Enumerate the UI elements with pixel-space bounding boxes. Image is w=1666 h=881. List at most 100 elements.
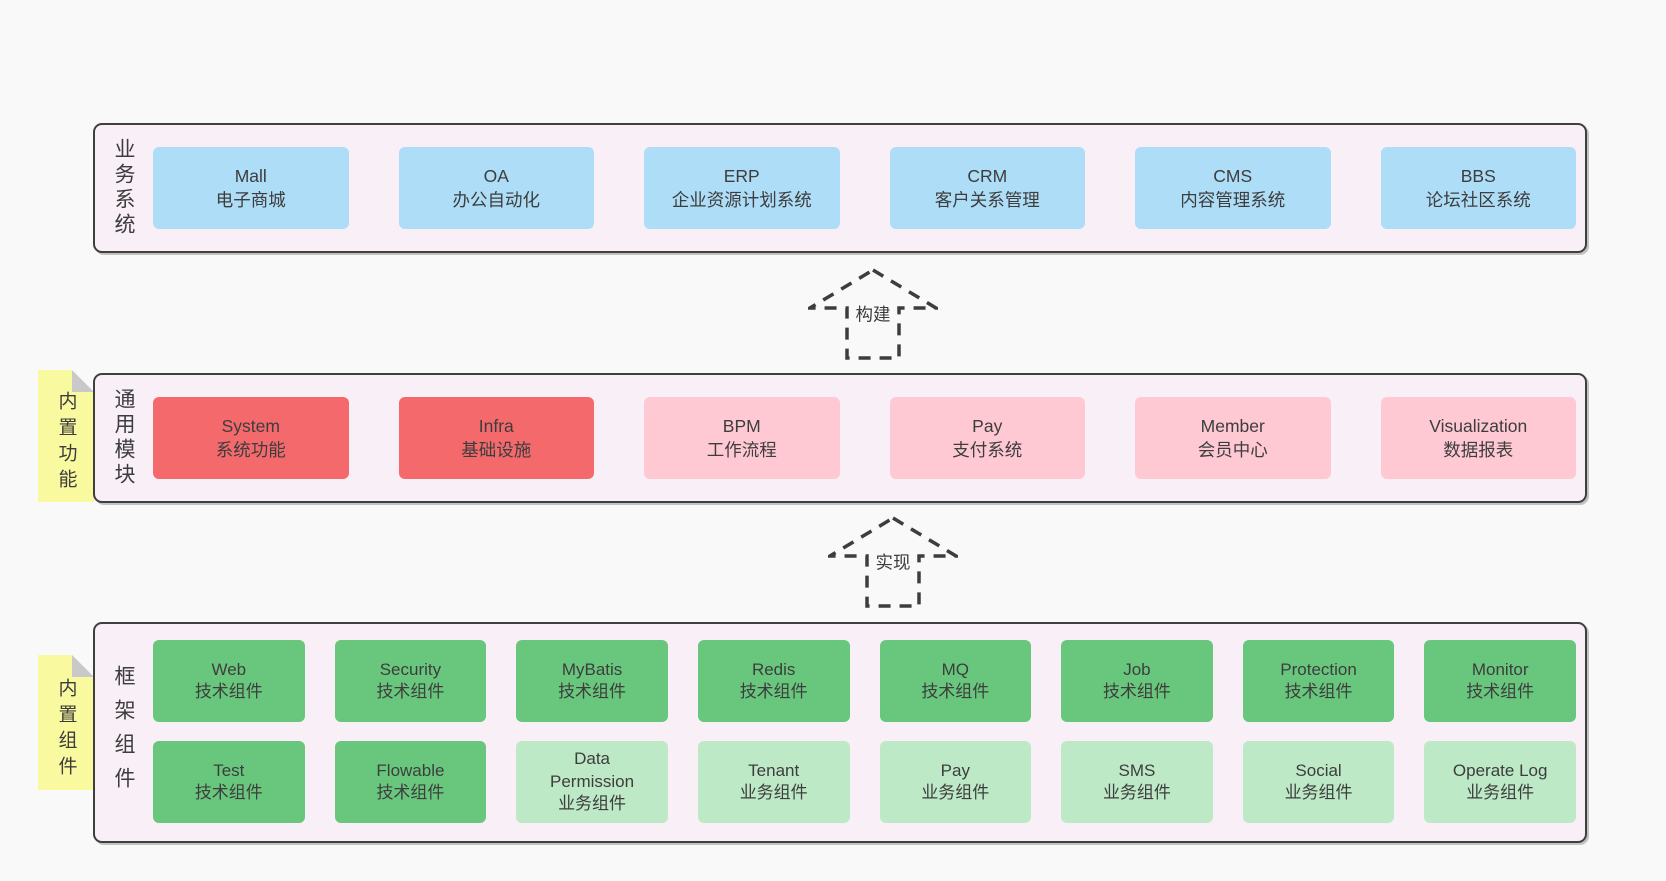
box-infra: Infra 基础设施 (398, 397, 594, 479)
box-mybatis: MyBatis 技术组件 (516, 640, 668, 722)
box-name-en: CRM (967, 165, 1008, 186)
note-fold-corner (72, 370, 94, 392)
box-name-en: Operate Log (1452, 760, 1548, 780)
box-name-zh: 工作流程 (706, 440, 777, 460)
box-name-zh: 办公自动化 (452, 190, 541, 210)
box-social: Social 业务组件 (1242, 741, 1395, 823)
box-name-zh: 技术组件 (1102, 682, 1171, 701)
box-name-en: ERP (723, 165, 760, 186)
box-name-en: MyBatis (561, 659, 623, 679)
box-name-zh: 技术组件 (194, 682, 263, 701)
box-name-zh: 业务组件 (1284, 783, 1353, 802)
box-name-en: Data Permission (550, 749, 635, 791)
panel-common-modules: 通用模块 System 系统功能 Infra 基础设施 BPM 工作流程 Pay… (93, 373, 1587, 503)
box-bpm: BPM 工作流程 (644, 397, 840, 479)
box-name-zh: 技术组件 (376, 682, 445, 701)
box-name-en: SMS (1118, 760, 1156, 780)
box-system: System 系统功能 (153, 397, 349, 479)
box-name-zh: 电子商城 (215, 190, 286, 210)
box-security: Security 技术组件 (334, 640, 487, 722)
box-name-zh: 企业资源计划系统 (671, 190, 812, 210)
box-name-en: BPM (722, 415, 761, 436)
framework-components-row-2: Test 技术组件 Flowable 技术组件 Data Permission … (153, 741, 1576, 823)
box-cms: CMS 内容管理系统 (1135, 147, 1331, 229)
box-mall: Mall 电子商城 (153, 147, 349, 229)
build-arrow-label: 构建 (852, 300, 894, 328)
box-name-zh: 业务组件 (1466, 783, 1535, 802)
panel-components-label: 框架组件 (95, 624, 151, 841)
sticky-note-text: 内置组件 (55, 677, 77, 782)
box-operate-log: Operate Log 业务组件 (1424, 741, 1576, 823)
box-protection: Protection 技术组件 (1242, 640, 1395, 722)
box-name-en: Web (211, 659, 247, 679)
box-member: Member 会员中心 (1135, 397, 1331, 479)
box-name-zh: 客户关系管理 (934, 190, 1040, 210)
box-name-en: Redis (751, 659, 796, 679)
framework-components-row-1: Web 技术组件 Security 技术组件 MyBatis 技术组件 Redi… (153, 640, 1576, 722)
box-name-zh: 业务组件 (739, 783, 808, 802)
box-name-zh: 业务组件 (558, 794, 627, 814)
box-name-en: Pay (940, 760, 970, 780)
box-name-zh: 技术组件 (1284, 682, 1353, 701)
box-name-zh: 技术组件 (921, 682, 990, 701)
panel-business-label-text: 业务系统 (112, 138, 135, 238)
box-web: Web 技术组件 (153, 640, 305, 722)
box-job: Job 技术组件 (1061, 640, 1213, 722)
box-name-en: Infra (478, 415, 514, 436)
note-fold-corner (72, 655, 94, 677)
sticky-note-builtin-features: 内置功能 (38, 370, 94, 502)
box-name-en: Tenant (748, 760, 800, 780)
box-name-en: Protection (1280, 659, 1357, 679)
build-arrow: 构建 (808, 268, 938, 360)
sticky-note-builtin-components: 内置组件 (38, 655, 94, 790)
box-name-en: Pay (972, 415, 1003, 436)
box-bbs: BBS 论坛社区系统 (1380, 147, 1576, 229)
box-mq: MQ 技术组件 (879, 640, 1032, 722)
box-name-en: Social (1295, 760, 1342, 780)
box-name-en: MQ (941, 659, 969, 679)
box-name-zh: 支付系统 (952, 440, 1023, 460)
box-data-permission: Data Permission 业务组件 (516, 741, 668, 823)
business-systems-row: Mall 电子商城 OA 办公自动化 ERP 企业资源计划系统 CRM 客户关系… (153, 147, 1576, 229)
box-oa: OA 办公自动化 (398, 147, 594, 229)
box-pay: Pay 业务组件 (879, 741, 1032, 823)
panel-modules-label: 通用模块 (95, 375, 151, 501)
panel-business-label: 业务系统 (95, 125, 151, 251)
box-name-en: System (221, 415, 280, 436)
panel-framework-components: 框架组件 Web 技术组件 Security 技术组件 MyBatis 技术组件… (93, 622, 1587, 843)
sticky-note-text: 内置功能 (55, 391, 77, 495)
panel-business-systems: 业务系统 Mall 电子商城 OA 办公自动化 ERP 企业资源计划系统 CRM… (93, 123, 1587, 253)
box-tenant: Tenant 业务组件 (697, 741, 850, 823)
box-name-en: Flowable (376, 760, 445, 780)
box-name-zh: 业务组件 (921, 783, 990, 802)
box-pay: Pay 支付系统 (889, 397, 1085, 479)
box-redis: Redis 技术组件 (697, 640, 850, 722)
box-name-en: Job (1123, 659, 1151, 679)
common-modules-row: System 系统功能 Infra 基础设施 BPM 工作流程 Pay 支付系统… (153, 397, 1576, 479)
box-test: Test 技术组件 (153, 741, 305, 823)
box-name-en: Mall (234, 165, 267, 186)
box-name-zh: 技术组件 (376, 783, 445, 802)
box-name-en: Monitor (1471, 659, 1529, 679)
box-name-zh: 内容管理系统 (1180, 190, 1286, 210)
box-visualization: Visualization 数据报表 (1380, 397, 1576, 479)
box-name-en: Visualization (1429, 415, 1528, 436)
box-name-en: Test (213, 760, 245, 780)
box-name-zh: 论坛社区系统 (1425, 190, 1531, 210)
box-sms: SMS 业务组件 (1061, 741, 1213, 823)
box-crm: CRM 客户关系管理 (889, 147, 1085, 229)
box-name-zh: 基础设施 (461, 440, 532, 460)
implement-arrow-label: 实现 (872, 548, 914, 576)
box-monitor: Monitor 技术组件 (1424, 640, 1576, 722)
box-name-en: CMS (1213, 165, 1253, 186)
box-erp: ERP 企业资源计划系统 (644, 147, 840, 229)
panel-components-label-text: 框架组件 (112, 664, 135, 801)
implement-arrow: 实现 (828, 516, 958, 608)
panel-modules-label-text: 通用模块 (112, 388, 135, 488)
box-name-zh: 技术组件 (1466, 682, 1535, 701)
box-name-zh: 技术组件 (194, 783, 263, 802)
box-name-zh: 技术组件 (739, 682, 808, 701)
box-name-zh: 技术组件 (558, 682, 627, 701)
box-name-en: BBS (1460, 165, 1496, 186)
